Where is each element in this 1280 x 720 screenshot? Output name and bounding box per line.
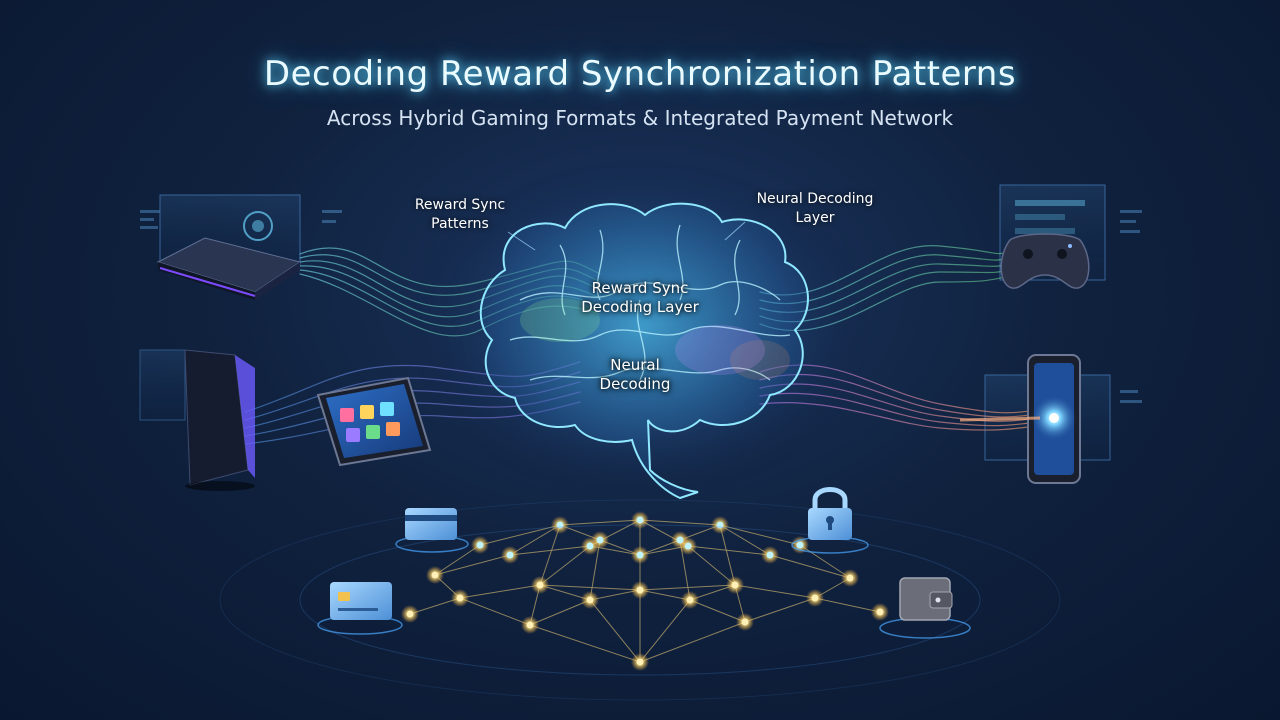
smartphone-icon: [1027, 354, 1081, 484]
network-node: [846, 574, 854, 582]
tablet-icon: [316, 376, 432, 467]
brain-label-neural-decoding: Neural Decoding: [599, 356, 671, 393]
network-node: [596, 536, 604, 544]
network-node: [456, 594, 464, 602]
network-node: [476, 541, 484, 549]
gamepad-icon: [1000, 233, 1090, 289]
tower-console-icon: [184, 349, 255, 491]
network-node: [636, 586, 644, 594]
beam-line: [959, 416, 1041, 422]
game-console-icon: [156, 237, 302, 300]
callout-lines: [507, 221, 746, 251]
network-node: [876, 608, 884, 616]
network-node: [766, 551, 774, 559]
credit-card-icon: [317, 582, 403, 635]
callout-neural-decoding-layer: Neural Decoding Layer: [756, 191, 874, 226]
network-node: [676, 536, 684, 544]
network-node: [636, 516, 644, 524]
network-node: [686, 596, 694, 604]
network-node: [506, 551, 514, 559]
network-node: [431, 571, 439, 579]
network-node: [716, 521, 724, 529]
credit-card-icon: [395, 508, 469, 553]
network-node: [536, 581, 544, 589]
network-node: [586, 542, 594, 550]
page-title: Decoding Reward Synchronization Patterns: [263, 54, 1017, 94]
network-node: [526, 621, 534, 629]
network-node: [586, 596, 594, 604]
brain-label-reward-sync-decoding-layer: Reward Sync Decoding Layer: [581, 279, 699, 316]
network-node: [731, 581, 739, 589]
network-node: [796, 541, 804, 549]
callout-reward-sync-patterns: Reward Sync Patterns: [414, 197, 506, 232]
network-node: [636, 658, 644, 666]
network-node: [636, 551, 644, 559]
payment-network: [219, 499, 1061, 701]
network-node: [741, 618, 749, 626]
network-node: [556, 521, 564, 529]
brain-graphic: [410, 160, 870, 500]
wallet-icon: [879, 577, 971, 639]
network-node: [811, 594, 819, 602]
network-node: [406, 610, 414, 618]
page-subtitle: Across Hybrid Gaming Formats & Integrate…: [326, 106, 954, 130]
padlock-icon: [791, 487, 869, 554]
